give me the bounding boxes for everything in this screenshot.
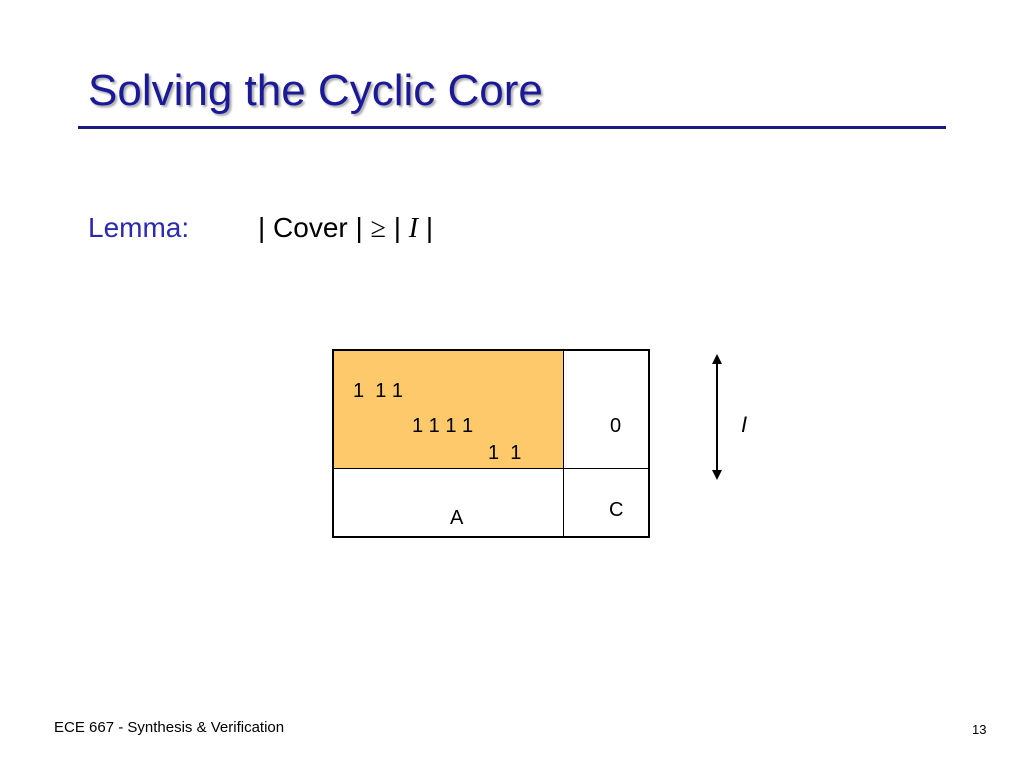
page-number: 13	[972, 722, 987, 737]
lemma-statement: | Cover | ≥ | I |	[258, 212, 433, 245]
lemma: Lemma: | Cover | ≥ | I |	[88, 212, 433, 244]
core-row-1: 1 1 1	[353, 380, 404, 402]
core-block: 1 1 1 1 1 1 1 1 1	[334, 351, 564, 469]
core-row-2: 1 1 1 1	[412, 415, 474, 437]
lemma-i-variable: I	[408, 213, 419, 244]
a-label: A	[450, 507, 464, 529]
lemma-part-close: |	[418, 212, 434, 243]
i-label: I	[741, 412, 748, 437]
zero-label: 0	[610, 415, 622, 437]
a-block: A	[334, 469, 564, 538]
geq-symbol: ≥	[370, 213, 386, 244]
slide-title: Solving the Cyclic Core	[88, 66, 543, 115]
core-row-3: 1 1	[488, 442, 522, 464]
footer-course: ECE 667 - Synthesis & Verification	[54, 719, 285, 736]
lemma-label: Lemma:	[88, 212, 190, 243]
cyclic-core-matrix: 1 1 1 1 1 1 1 1 1 0 A C	[332, 349, 650, 538]
lemma-part-bar: |	[385, 212, 409, 243]
c-block: C	[564, 469, 650, 538]
lemma-part-cover: | Cover |	[258, 212, 371, 243]
zero-block: 0	[564, 351, 650, 469]
title-underline	[78, 126, 946, 129]
c-label: C	[609, 499, 624, 521]
double-arrow-icon	[712, 354, 722, 480]
